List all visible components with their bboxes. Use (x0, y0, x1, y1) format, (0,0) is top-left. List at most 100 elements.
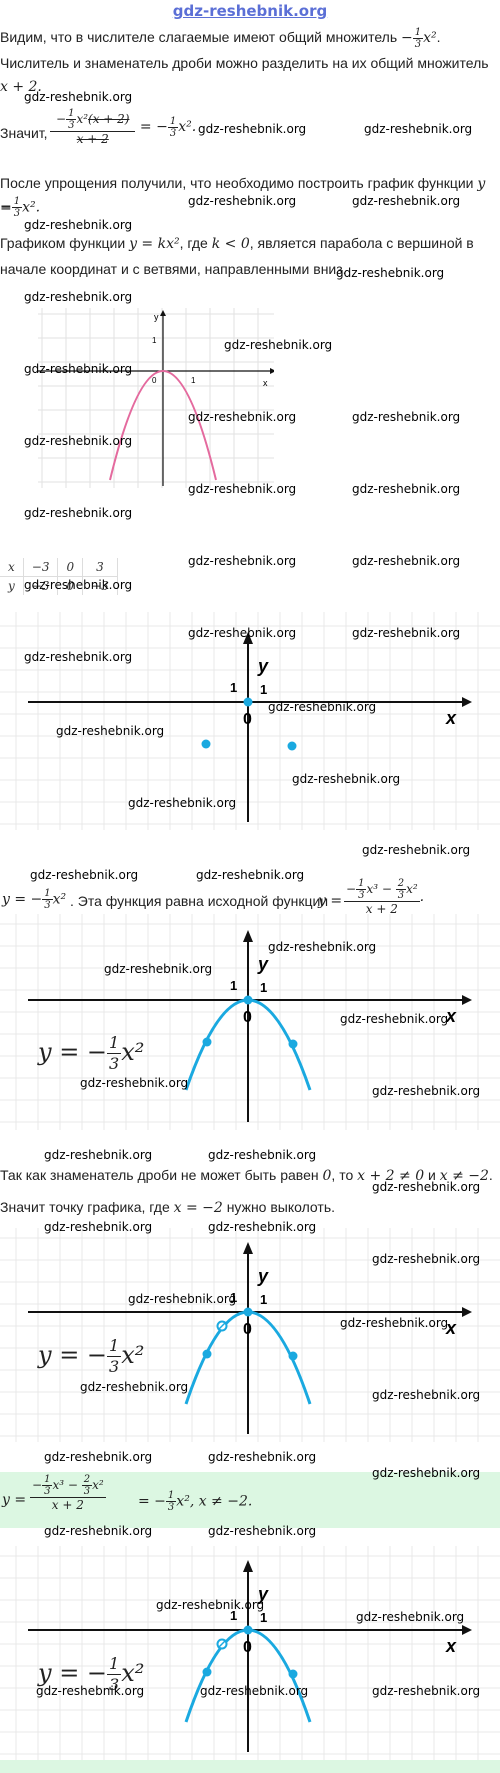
point-origin (243, 697, 253, 707)
y-unit-label: 1 (152, 336, 157, 345)
y-axis-label: y (154, 312, 159, 322)
site-title[interactable]: gdz-reshebnik.org (172, 2, 328, 20)
watermark: gdz-reshebnik.org (24, 290, 133, 304)
x-axis-label: x (263, 378, 268, 388)
watermark: gdz-reshebnik.org (208, 1524, 317, 1538)
watermark: gdz-reshebnik.org (352, 410, 461, 424)
watermark: gdz-reshebnik.org (340, 1316, 449, 1330)
watermark: gdz-reshebnik.org (30, 868, 139, 882)
watermark: gdz-reshebnik.org (188, 482, 297, 496)
x-unit-label: 1 (260, 682, 267, 697)
watermark: gdz-reshebnik.org (24, 90, 133, 104)
watermark: gdz-reshebnik.org (24, 362, 133, 376)
svg-text:x: x (445, 1006, 457, 1026)
watermark: gdz-reshebnik.org (356, 1610, 465, 1624)
watermark: gdz-reshebnik.org (80, 1380, 189, 1394)
paragraph-divisor: x + 2. (0, 79, 42, 95)
watermark: gdz-reshebnik.org (56, 724, 165, 738)
x-axis-label: x (445, 708, 457, 728)
point-minus-three (201, 739, 211, 749)
graph-sketch: y x 0 1 1 (38, 308, 274, 488)
watermark: gdz-reshebnik.org (24, 434, 133, 448)
watermark: gdz-reshebnik.org (200, 1684, 309, 1698)
origin-label: 0 (243, 711, 252, 728)
paragraph-puncture: Значит точку графика, где x = −2 нужно в… (0, 1199, 336, 1216)
svg-text:x: x (445, 1318, 457, 1338)
watermark: gdz-reshebnik.org (198, 122, 307, 136)
svg-text:y: y (257, 1584, 269, 1604)
watermark: gdz-reshebnik.org (24, 578, 133, 592)
watermark: gdz-reshebnik.org (156, 1598, 265, 1612)
origin-label: 0 (152, 376, 157, 385)
svg-text:0: 0 (243, 1321, 252, 1338)
svg-text:0: 0 (243, 1639, 252, 1656)
watermark: gdz-reshebnik.org (128, 1292, 237, 1306)
watermark: gdz-reshebnik.org (44, 1220, 153, 1234)
watermark: gdz-reshebnik.org (44, 1148, 153, 1162)
parabola-sketch (109, 370, 217, 481)
watermark: gdz-reshebnik.org (128, 796, 237, 810)
svg-text:1: 1 (260, 1610, 267, 1625)
watermark: gdz-reshebnik.org (352, 194, 461, 208)
watermark: gdz-reshebnik.org (208, 1450, 317, 1464)
svg-text:1: 1 (230, 1290, 237, 1305)
watermark: gdz-reshebnik.org (352, 554, 461, 568)
watermark: gdz-reshebnik.org (372, 1466, 481, 1480)
watermark: gdz-reshebnik.org (372, 1388, 481, 1402)
watermark: gdz-reshebnik.org (196, 868, 305, 882)
svg-text:0: 0 (243, 1009, 252, 1026)
svg-text:1: 1 (230, 978, 237, 993)
paragraph-divide: Числитель и знаменатель дроби можно разд… (0, 55, 489, 71)
paragraph-common-factor: Видим, что в числителе слагаемые имеют о… (0, 26, 441, 50)
svg-text:y: y (257, 954, 269, 974)
watermark: gdz-reshebnik.org (188, 626, 297, 640)
point-three (287, 741, 297, 751)
svg-text:y: y (257, 1266, 269, 1286)
watermark: gdz-reshebnik.org (24, 650, 133, 664)
watermark: gdz-reshebnik.org (188, 554, 297, 568)
watermark: gdz-reshebnik.org (188, 194, 297, 208)
paragraph-simplified: После упрощения получили, что необходимо… (0, 175, 486, 216)
paragraph-parabola: Графиком функции y = kx², где k < 0, явл… (0, 235, 474, 252)
watermark: gdz-reshebnik.org (208, 1220, 317, 1234)
graph-parabola: y x 0 1 1 (0, 914, 500, 1130)
watermark: gdz-reshebnik.org (372, 1252, 481, 1266)
watermark: gdz-reshebnik.org (80, 1076, 189, 1090)
footer-strip (0, 1760, 500, 1773)
watermark: gdz-reshebnik.org (268, 700, 377, 714)
watermark: gdz-reshebnik.org (268, 940, 377, 954)
watermark: gdz-reshebnik.org (104, 962, 213, 976)
watermark: gdz-reshebnik.org (188, 410, 297, 424)
svg-text:1: 1 (260, 1292, 267, 1307)
watermark: gdz-reshebnik.org (372, 1684, 481, 1698)
watermark: gdz-reshebnik.org (352, 482, 461, 496)
x-unit-label: 1 (191, 376, 196, 385)
watermark: gdz-reshebnik.org (208, 1148, 317, 1162)
watermark: gdz-reshebnik.org (372, 1084, 481, 1098)
graph-answer: y x 0 1 1 (0, 1546, 500, 1760)
svg-text:1: 1 (260, 980, 267, 995)
watermark: gdz-reshebnik.org (340, 1012, 449, 1026)
watermark: gdz-reshebnik.org (44, 1524, 153, 1538)
watermark: gdz-reshebnik.org (24, 218, 133, 232)
watermark: gdz-reshebnik.org (24, 506, 133, 520)
paragraph-restriction: Так как знаменатель дроби не может быть … (0, 1167, 493, 1184)
watermark: gdz-reshebnik.org (372, 1180, 481, 1194)
watermark: gdz-reshebnik.org (352, 626, 461, 640)
watermark: gdz-reshebnik.org (336, 266, 445, 280)
watermark: gdz-reshebnik.org (44, 1450, 153, 1464)
graph-punctured: y x 0 1 1 (0, 1228, 500, 1442)
y-unit-label: 1 (230, 680, 237, 695)
